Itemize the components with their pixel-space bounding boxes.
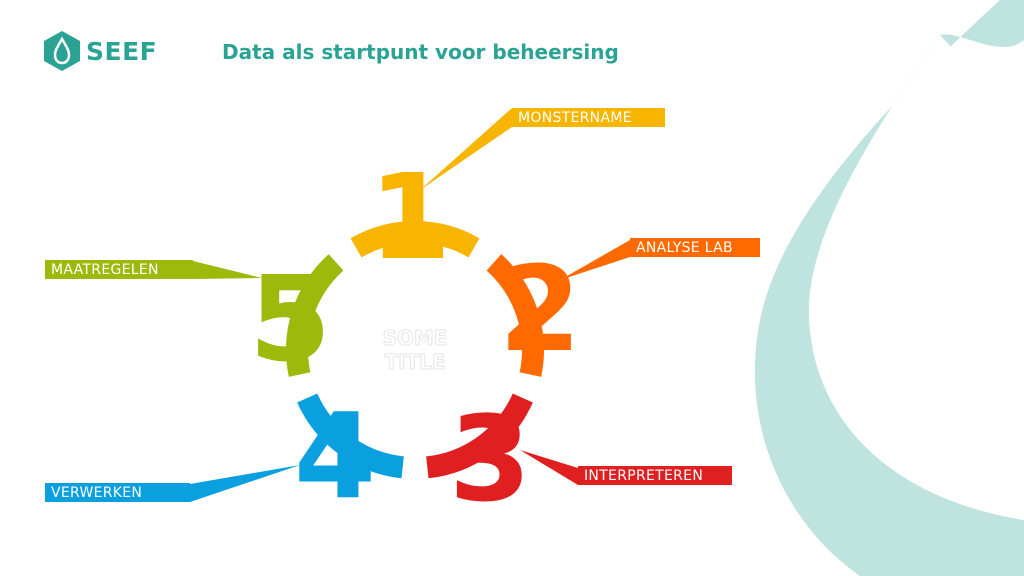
label-interpreteren: INTERPRETEREN bbox=[578, 466, 732, 485]
watermark-drop-inner bbox=[808, 35, 1024, 520]
arc-segment-5 bbox=[286, 254, 344, 377]
page-title: Data als startpunt voor beheersing bbox=[222, 40, 619, 64]
center-title-line2: TITLE bbox=[384, 350, 446, 375]
pointer-monstername bbox=[420, 108, 512, 190]
logo-text: SEEF bbox=[86, 36, 158, 66]
arc-segment-4 bbox=[297, 393, 405, 479]
pointer-maatregelen bbox=[193, 261, 262, 279]
step-number-1: 1 bbox=[369, 148, 451, 286]
label-verwerken: VERWERKEN bbox=[45, 483, 190, 502]
arc-segment-2 bbox=[486, 254, 544, 377]
arc-segment-1 bbox=[350, 221, 480, 258]
label-analyse-lab: ANALYSE LAB bbox=[630, 238, 760, 257]
label-maatregelen: MAATREGELEN bbox=[45, 260, 193, 279]
label-monstername: MONSTERNAME bbox=[512, 108, 665, 127]
step-number-3: 3 bbox=[449, 390, 531, 528]
arc-segment-3 bbox=[425, 393, 533, 479]
watermark-drop bbox=[754, 0, 1024, 576]
pointer-analyse-lab bbox=[560, 240, 630, 280]
pointer-interpreteren bbox=[520, 450, 578, 485]
center-title-line1: SOME bbox=[382, 326, 448, 351]
center-title: SOME TITLE bbox=[370, 326, 460, 375]
step-number-4: 4 bbox=[294, 387, 376, 525]
pointer-verwerken bbox=[190, 465, 300, 502]
step-number-5: 5 bbox=[249, 250, 331, 388]
seef-drop-icon bbox=[44, 31, 80, 71]
step-number-2: 2 bbox=[499, 240, 581, 378]
seef-logo: SEEF bbox=[44, 31, 157, 71]
